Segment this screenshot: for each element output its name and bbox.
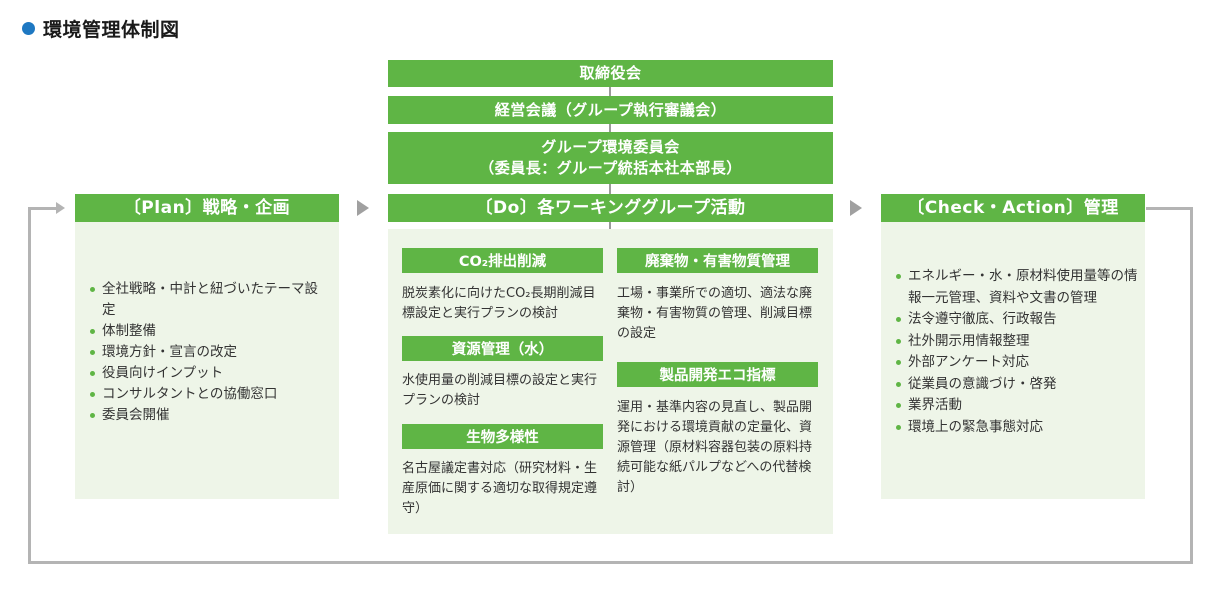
board-label: 取締役会 xyxy=(579,64,642,82)
check-panel: エネルギー・水・原材料使用量等の情報一元管理、資料や文書の管理 法令遵守徹底、行… xyxy=(881,222,1145,499)
list-item: 委員会開催 xyxy=(90,405,330,426)
loop-line-bottom xyxy=(28,561,1193,564)
wg-eco-index-header: 製品開発エコ指標 xyxy=(617,362,818,387)
list-item: 役員向けインプット xyxy=(90,363,330,384)
wg-co2-text: 脱炭素化に向けたCO₂長期削減目標設定と実行プランの検討 xyxy=(402,286,596,321)
loop-arrow-icon xyxy=(56,202,65,214)
wg-waste-text: 工場・事業所での適切、適法な廃棄物・有害物質の管理、削減目標の設定 xyxy=(617,286,813,341)
loop-line-right xyxy=(1190,207,1193,564)
do-to-check-arrow-icon xyxy=(850,200,862,216)
committee-chair-label: （委員長：グループ統括本社本部長） xyxy=(479,159,742,177)
wg-water-text: 水使用量の削減目標の設定と実行プランの検討 xyxy=(402,373,598,408)
wg-waste-title: 廃棄物・有害物質管理 xyxy=(645,254,790,270)
list-item: 社外開示用情報整理 xyxy=(896,331,1139,353)
list-item: エネルギー・水・原材料使用量等の情報一元管理、資料や文書の管理 xyxy=(896,266,1139,309)
bullet-dot-icon xyxy=(22,21,35,35)
wg-waste-header: 廃棄物・有害物質管理 xyxy=(617,248,818,273)
list-item: 環境上の緊急事態対応 xyxy=(896,417,1139,439)
loop-line-top-left xyxy=(28,207,58,210)
wg-eco-index-title: 製品開発エコ指標 xyxy=(659,368,776,384)
list-item: コンサルタントとの協働窓口 xyxy=(90,384,330,405)
diagram-title: 環境管理体制図 xyxy=(22,14,180,42)
management-meeting-bar: 経営会議（グループ執行審議会） xyxy=(388,96,833,124)
committee-label: グループ環境委員会 xyxy=(541,138,680,156)
plan-item-list: 全社戦略・中計と紐づいたテーマ設定 体制整備 環境方針・宣言の改定 役員向けイン… xyxy=(90,279,330,426)
page-title: 環境管理体制図 xyxy=(43,18,180,41)
check-header-label: 〔Check・Action〕管理 xyxy=(907,197,1119,218)
do-panel: CO₂排出削減 脱炭素化に向けたCO₂長期削減目標設定と実行プランの検討 資源管… xyxy=(388,229,833,534)
do-header: 〔Do〕各ワーキンググループ活動 xyxy=(388,194,833,222)
list-item: 体制整備 xyxy=(90,321,330,342)
wg-biodiversity-title: 生物多様性 xyxy=(466,430,539,446)
list-item: 全社戦略・中計と紐づいたテーマ設定 xyxy=(90,279,330,321)
do-header-label: 〔Do〕各ワーキンググループ活動 xyxy=(475,197,746,218)
wg-co2-header: CO₂排出削減 xyxy=(402,248,603,273)
wg-eco-index-text: 運用・基準内容の見直し、製品開発における環境貢献の定量化、資源管理（原材料容器包… xyxy=(617,400,813,495)
loop-line-top-right xyxy=(1146,207,1193,210)
list-item: 業界活動 xyxy=(896,395,1139,417)
plan-header-label: 〔Plan〕戦略・企画 xyxy=(123,197,291,218)
board-bar: 取締役会 xyxy=(388,60,833,87)
plan-header: 〔Plan〕戦略・企画 xyxy=(75,194,339,222)
environment-committee-bar: グループ環境委員会 （委員長：グループ統括本社本部長） xyxy=(388,132,833,184)
wg-water-header: 資源管理（水） xyxy=(402,336,603,361)
list-item: 法令遵守徹底、行政報告 xyxy=(896,309,1139,331)
plan-to-do-arrow-icon xyxy=(357,200,369,216)
check-item-list: エネルギー・水・原材料使用量等の情報一元管理、資料や文書の管理 法令遵守徹底、行… xyxy=(896,266,1139,438)
list-item: 外部アンケート対応 xyxy=(896,352,1139,374)
loop-line-left xyxy=(28,207,31,564)
list-item: 環境方針・宣言の改定 xyxy=(90,342,330,363)
plan-panel: 全社戦略・中計と紐づいたテーマ設定 体制整備 環境方針・宣言の改定 役員向けイン… xyxy=(75,222,339,499)
check-header: 〔Check・Action〕管理 xyxy=(881,194,1145,222)
wg-biodiversity-text: 名古屋議定書対応（研究材料・生産原価に関する適切な取得規定遵守） xyxy=(402,461,598,516)
wg-water-title: 資源管理（水） xyxy=(451,342,554,358)
management-meeting-label: 経営会議（グループ執行審議会） xyxy=(494,100,727,119)
wg-biodiversity-header: 生物多様性 xyxy=(402,424,603,449)
wg-co2-title: CO₂排出削減 xyxy=(458,254,547,270)
list-item: 従業員の意識づけ・啓発 xyxy=(896,374,1139,396)
